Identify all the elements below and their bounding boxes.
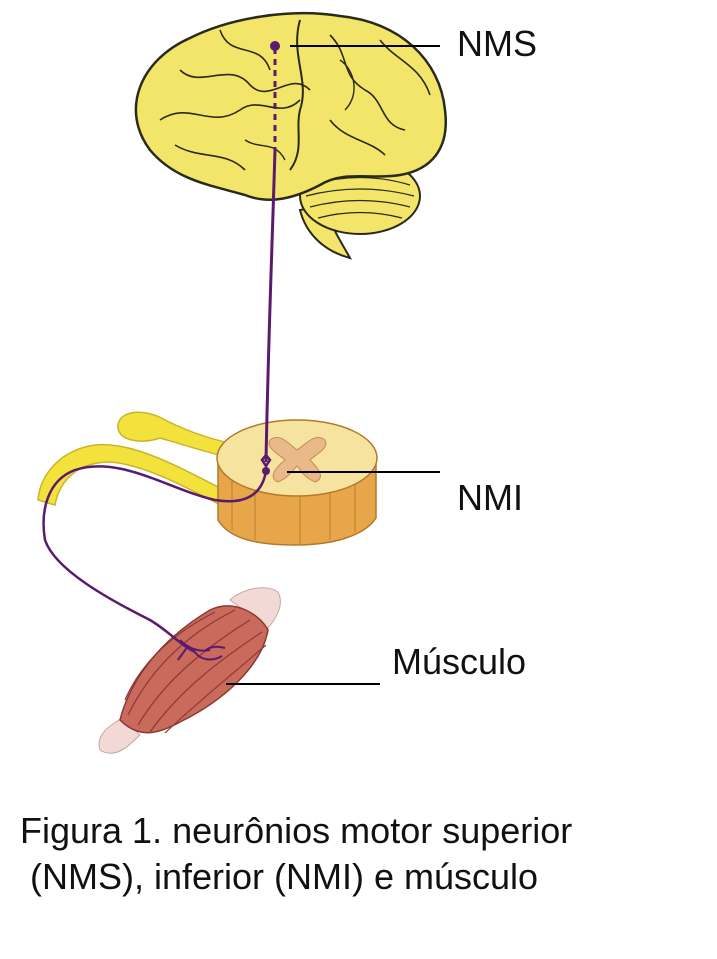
brain-illustration [134, 11, 448, 260]
muscle-illustration [98, 587, 281, 754]
label-nms: NMS [457, 23, 537, 64]
motor-neuron-pathway [42, 41, 280, 661]
label-muscle: Músculo [392, 641, 527, 682]
label-nmi: NMI [457, 477, 523, 518]
figure-caption: Figura 1. neurônios motor superior (NMS)… [20, 808, 710, 900]
caption-line-1: Figura 1. neurônios motor superior [20, 810, 573, 851]
spinal-cord-section [216, 419, 378, 546]
caption-line-2: (NMS), inferior (NMI) e músculo [30, 856, 539, 897]
motor-pathway-diagram [37, 11, 448, 754]
